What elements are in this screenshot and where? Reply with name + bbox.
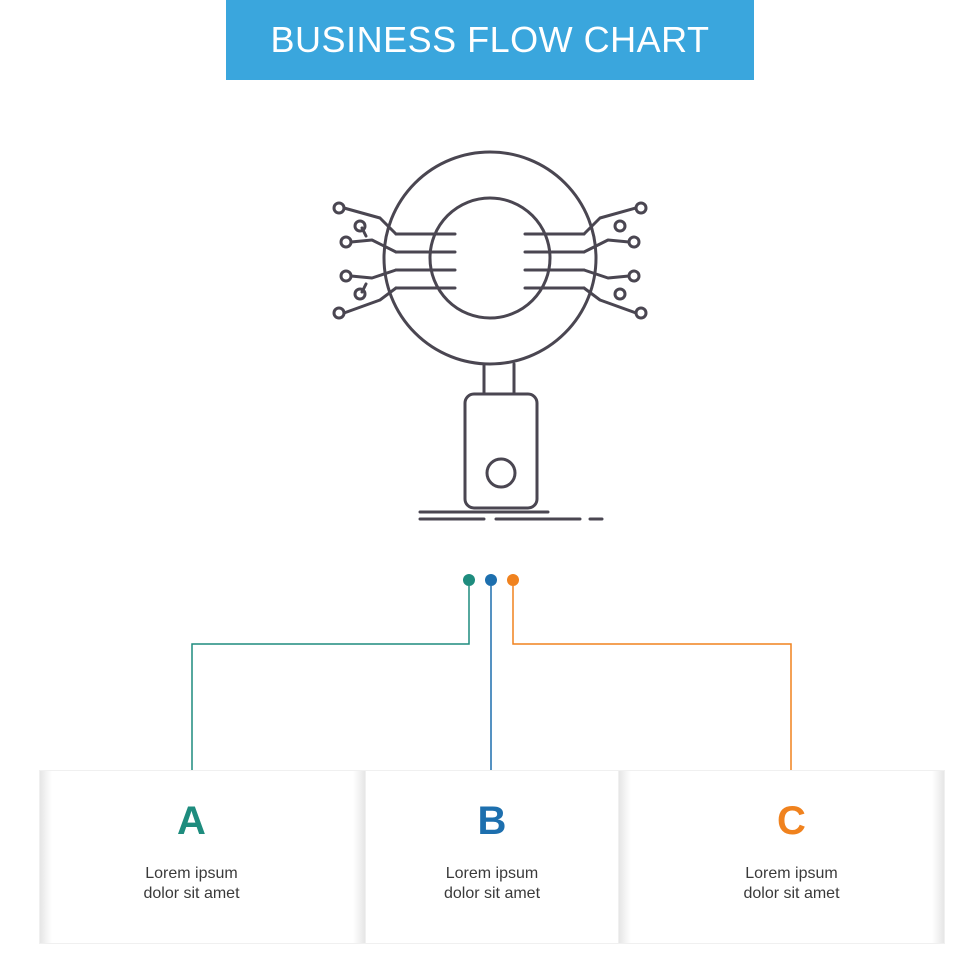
option-card-b: B Lorem ipsum dolor sit amet xyxy=(366,771,618,943)
option-card-c: C Lorem ipsum dolor sit amet xyxy=(619,771,944,943)
option-letter: A xyxy=(177,799,206,843)
dot-c xyxy=(507,574,519,586)
option-text-line1: Lorem ipsum xyxy=(145,865,238,882)
dot-b xyxy=(485,574,497,586)
search-analysis-circuit-icon xyxy=(332,150,648,521)
option-letter: C xyxy=(777,799,806,843)
option-card-a: A Lorem ipsum dolor sit amet xyxy=(40,771,365,943)
option-text-line2: dolor sit amet xyxy=(143,885,240,902)
page-title: BUSINESS FLOW CHART xyxy=(270,19,710,60)
option-text-line2: dolor sit amet xyxy=(443,885,541,902)
connector-c xyxy=(512,586,792,781)
option-text-line1: Lorem ipsum xyxy=(445,865,539,882)
dot-a xyxy=(463,574,475,586)
title-banner: BUSINESS FLOW CHART xyxy=(226,0,754,80)
connector-a xyxy=(191,586,470,781)
option-letter: B xyxy=(477,799,507,843)
option-text-line1: Lorem ipsum xyxy=(745,865,838,882)
option-text-line2: dolor sit amet xyxy=(743,885,840,902)
connector-lines xyxy=(191,586,792,781)
